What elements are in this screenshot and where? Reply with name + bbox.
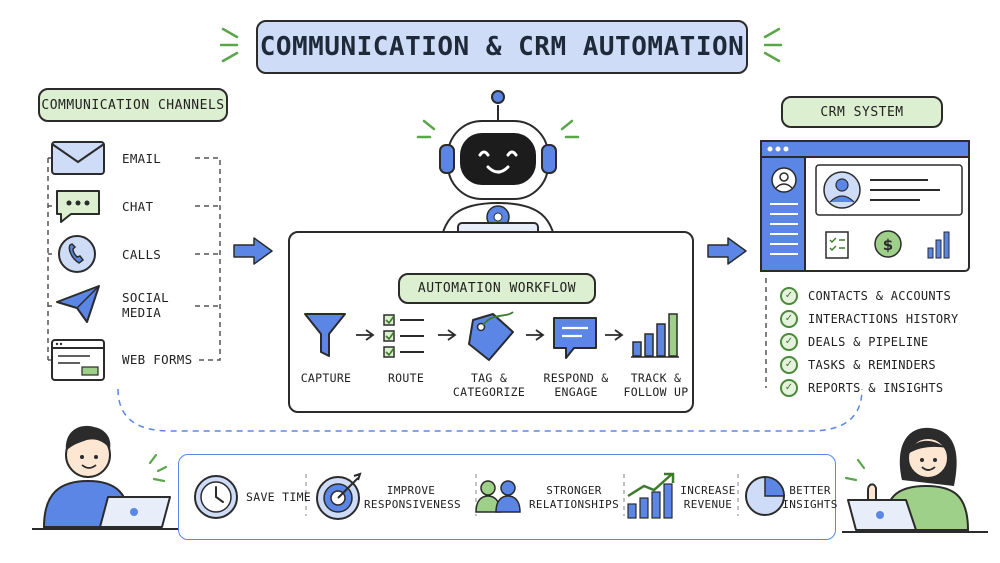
chat-bubble-icon xyxy=(56,190,100,223)
crm-window-illustration: $ xyxy=(760,140,970,272)
crm-feature: ✓ DEALS & PIPELINE xyxy=(780,333,928,351)
channel-label-chat: CHAT xyxy=(122,199,154,214)
funnel-icon xyxy=(304,313,346,357)
sparkle-right-icon xyxy=(763,27,783,63)
sparkle-left-icon xyxy=(219,27,239,63)
benefit-label-save-time: SAVE TIME xyxy=(246,490,312,504)
arrow-small-icon xyxy=(438,329,457,341)
check-icon: ✓ xyxy=(780,379,798,397)
check-icon: ✓ xyxy=(780,310,798,328)
arrow-small-icon xyxy=(526,329,545,341)
channels-heading: COMMUNICATION CHANNELS xyxy=(38,88,228,122)
workflow-heading: AUTOMATION WORKFLOW xyxy=(398,273,596,304)
channels-bracket xyxy=(47,157,221,361)
paper-plane-icon xyxy=(56,285,100,323)
bar-chart-icon xyxy=(631,313,679,358)
arrow-small-icon xyxy=(356,329,375,341)
check-icon: ✓ xyxy=(780,333,798,351)
crm-feature-label: CONTACTS & ACCOUNTS xyxy=(808,289,951,303)
woman-with-laptop-illustration xyxy=(842,427,988,533)
dashed-connector xyxy=(117,388,863,432)
channel-label-email: EMAIL xyxy=(122,151,162,166)
benefit-label-insights: BETTER INSIGHTS xyxy=(782,484,838,511)
people-icon xyxy=(475,480,521,513)
page-title: COMMUNICATION & CRM AUTOMATION xyxy=(256,20,748,74)
envelope-icon xyxy=(51,141,105,175)
crm-feature: ✓ REPORTS & INSIGHTS xyxy=(780,379,943,397)
message-icon xyxy=(553,317,597,359)
arrow-right-icon xyxy=(233,237,273,265)
arrow-small-icon xyxy=(605,329,624,341)
crm-feature-label: DEALS & PIPELINE xyxy=(808,335,929,349)
crm-feature-label: INTERACTIONS HISTORY xyxy=(808,312,959,326)
crm-heading: CRM SYSTEM xyxy=(781,96,943,128)
crm-feature: ✓ TASKS & REMINDERS xyxy=(780,356,936,374)
benefit-label-improve: IMPROVE RESPONSIVENESS xyxy=(364,484,461,511)
phone-icon xyxy=(58,235,96,273)
pie-chart-icon xyxy=(745,476,785,516)
crm-feature: ✓ CONTACTS & ACCOUNTS xyxy=(780,287,951,305)
channel-label-webforms: WEB FORMS xyxy=(122,352,193,367)
crm-feature-label: TASKS & REMINDERS xyxy=(808,358,936,372)
channel-label-social: SOCIAL MEDIA xyxy=(122,290,169,320)
step-label-route: ROUTE xyxy=(387,371,425,385)
svg-text:$: $ xyxy=(883,236,893,254)
checklist-icon xyxy=(383,314,424,358)
crm-bracket xyxy=(765,278,767,388)
crm-feature: ✓ INTERACTIONS HISTORY xyxy=(780,310,959,328)
crm-feature-label: REPORTS & INSIGHTS xyxy=(808,381,944,395)
benefit-label-revenue: INCREASE REVENUE xyxy=(680,484,736,511)
tag-icon xyxy=(468,311,514,361)
step-label-capture: CAPTURE xyxy=(300,371,352,385)
arrow-right-icon xyxy=(707,237,747,265)
clock-icon xyxy=(194,475,238,519)
step-label-respond: RESPOND & ENGAGE xyxy=(543,371,609,399)
check-icon: ✓ xyxy=(780,287,798,305)
channel-label-calls: CALLS xyxy=(122,247,162,262)
man-with-laptop-illustration xyxy=(32,425,178,530)
target-icon xyxy=(316,472,362,520)
growth-chart-icon xyxy=(627,472,675,519)
step-label-tag: TAG & CATEGORIZE xyxy=(452,371,526,399)
step-label-track: TRACK & FOLLOW UP xyxy=(623,371,689,399)
benefit-label-relationships: STRONGER RELATIONSHIPS xyxy=(529,484,619,511)
check-icon: ✓ xyxy=(780,356,798,374)
web-form-icon xyxy=(51,339,105,381)
